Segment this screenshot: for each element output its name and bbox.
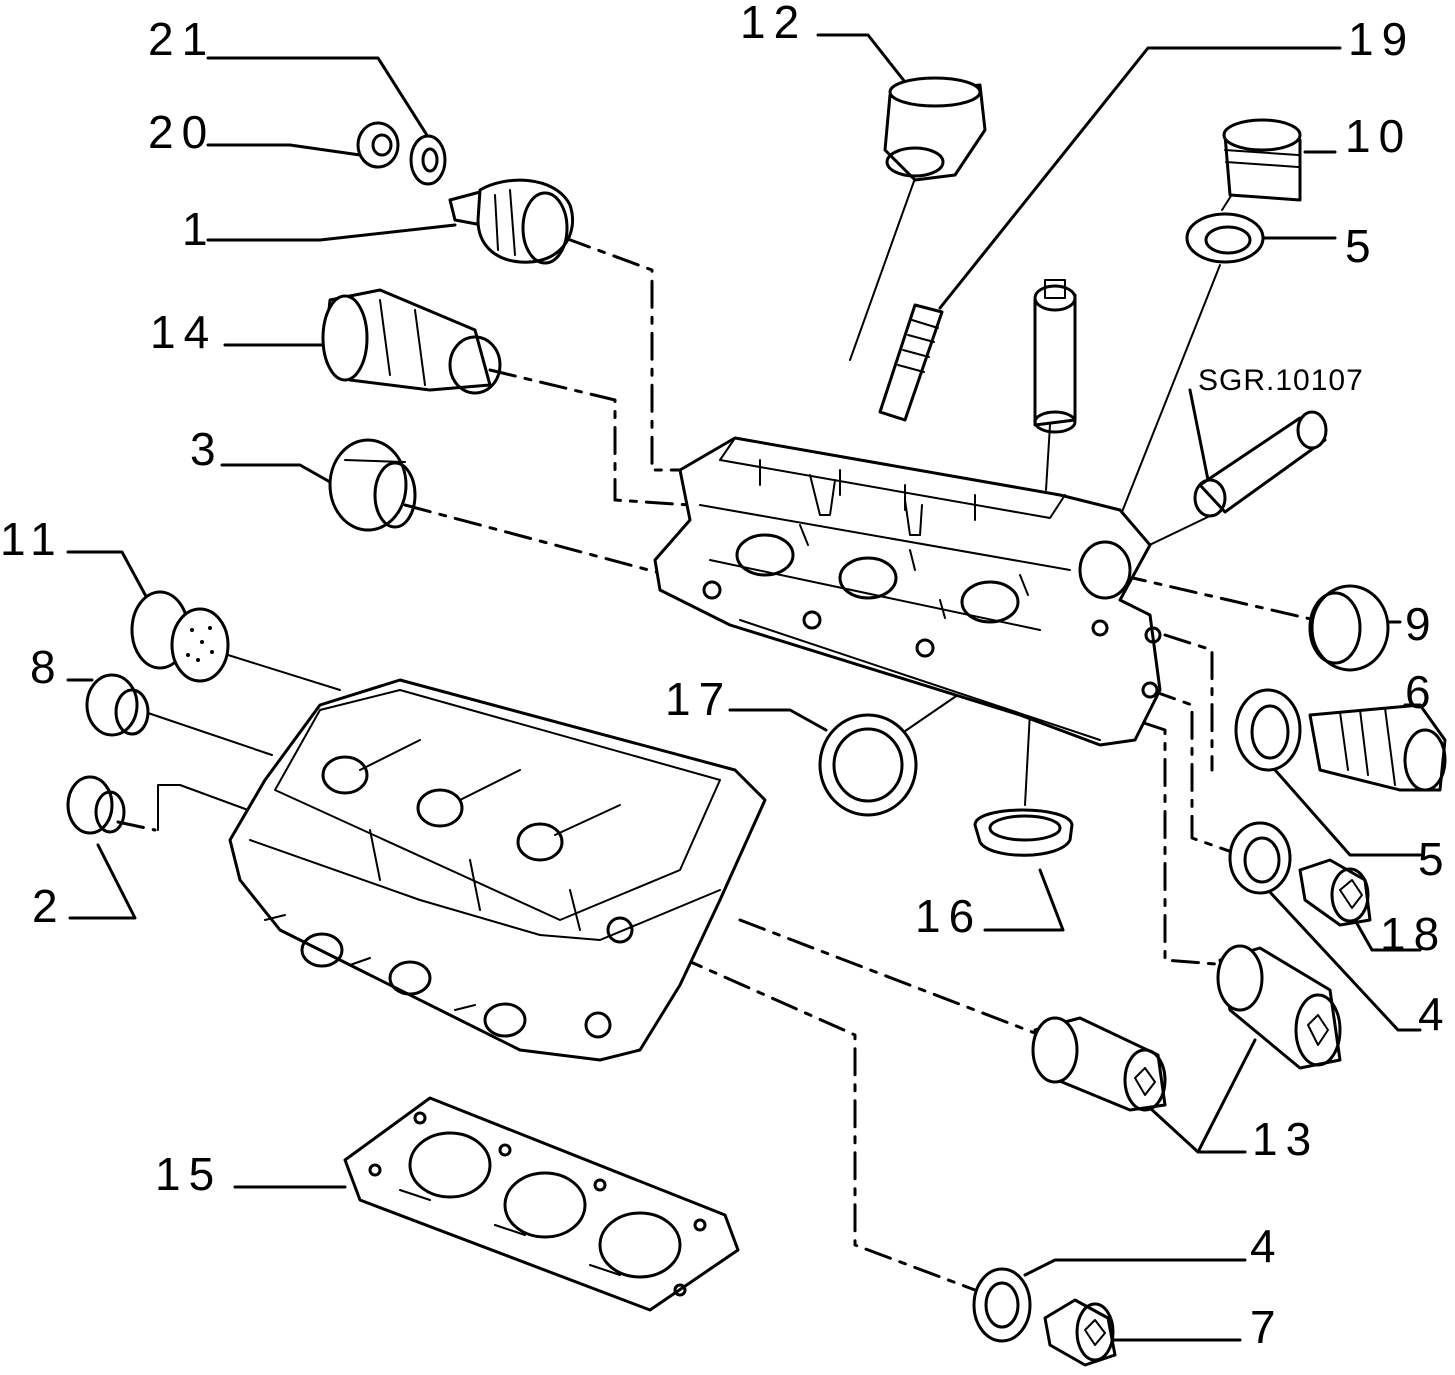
part-14-camshaft-bearing (321, 288, 502, 395)
valve-guide-upper (1033, 279, 1077, 434)
callout-4-bottom: 4 (1250, 1220, 1284, 1272)
part-13-union-right (1216, 944, 1342, 1070)
part-17-seal (818, 713, 918, 817)
part-11-filter-plug (130, 590, 230, 683)
callout-20: 20 (148, 106, 215, 158)
part-9-ring (1308, 584, 1390, 672)
part-10-plug (1222, 118, 1302, 202)
callout-15: 15 (155, 1148, 222, 1200)
callout-4-right: 4 (1418, 988, 1452, 1040)
reference-code: SGR.10107 (1198, 364, 1364, 397)
part-4-washer-bottom (972, 1267, 1032, 1343)
callout-2: 2 (32, 880, 66, 932)
callout-21: 21 (148, 13, 215, 65)
callout-16: 16 (915, 890, 982, 942)
part-12-cap (883, 76, 987, 182)
part-20-nut (356, 121, 400, 169)
callout-9: 9 (1405, 598, 1439, 650)
part-13-union-left (1031, 1016, 1167, 1112)
callout-11: 11 (0, 513, 64, 565)
callout-12: 12 (740, 0, 807, 48)
part-5-washer-top (1185, 212, 1265, 264)
callout-18: 18 (1380, 908, 1447, 960)
part-19-stud (878, 303, 944, 422)
callout-13: 13 (1252, 1113, 1319, 1165)
part-2-plug (66, 775, 126, 835)
part-18-plug (1298, 858, 1372, 927)
part-1-valve-tappet (448, 178, 575, 265)
valve-guide-right (1193, 410, 1328, 518)
callout-5-top: 5 (1345, 220, 1379, 272)
callout-19: 19 (1348, 13, 1415, 65)
part-7-plug (1043, 1298, 1117, 1367)
leader-lines (66, 33, 1422, 1342)
callout-10: 10 (1345, 110, 1412, 162)
callout-17: 17 (665, 673, 732, 725)
part-15-head-gasket (343, 1096, 740, 1312)
callout-8: 8 (30, 641, 64, 693)
part-8-plug (85, 673, 150, 737)
lower-cylinder-head (228, 678, 767, 1062)
callout-3: 3 (190, 423, 224, 475)
callout-5-right: 5 (1418, 833, 1452, 885)
part-5-washer-right (1234, 688, 1302, 772)
callout-6: 6 (1405, 666, 1439, 718)
callout-7: 7 (1250, 1301, 1284, 1353)
callout-14: 14 (150, 306, 217, 358)
part-6-fitting (1308, 703, 1447, 792)
callout-1: 1 (182, 203, 216, 255)
upper-cylinder-head (653, 436, 1162, 747)
part-4-washer-right (1228, 821, 1292, 895)
part-21-washer (409, 134, 447, 186)
part-16-seal (973, 808, 1074, 857)
part-3-plug (328, 438, 417, 532)
